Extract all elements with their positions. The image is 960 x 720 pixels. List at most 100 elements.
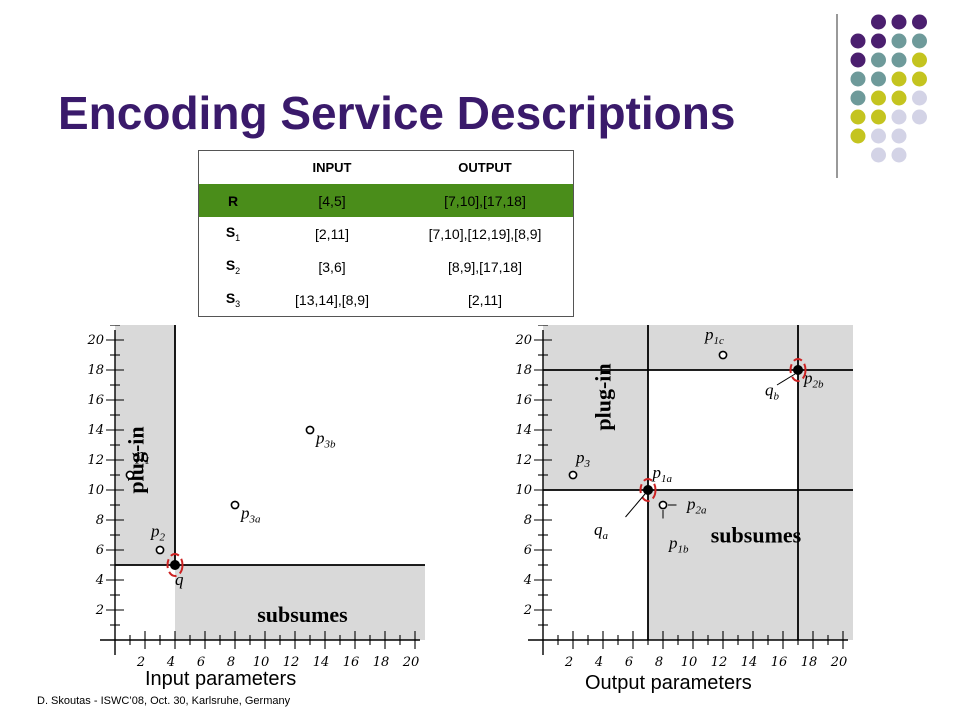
point-label: p1 — [135, 445, 150, 467]
highlight-circle — [789, 358, 807, 382]
point-label: p2a — [686, 495, 707, 517]
slide-footer: D. Skoutas - ISWC’08, Oct. 30, Karlsruhe… — [37, 695, 291, 707]
service-output-cell: [7,10],[17,18] — [397, 184, 574, 217]
point-label: p2 — [150, 522, 166, 544]
data-point — [718, 350, 728, 360]
point-label: p1a — [652, 463, 673, 485]
y-tick-label: 4 — [523, 573, 532, 588]
table-header-cell: OUTPUT — [458, 160, 512, 175]
decorative-dot — [850, 109, 866, 125]
decorative-dot — [912, 90, 927, 106]
highlight-circle — [639, 478, 657, 502]
table-row: S3[13,14],[8,9][2,11] — [199, 283, 574, 317]
table-header-cell: INPUT — [312, 160, 352, 175]
x-tick-label: 14 — [741, 655, 758, 670]
x-tick-label: 10 — [681, 655, 698, 670]
x-tick-label: 20 — [830, 655, 848, 670]
query-point — [170, 560, 180, 570]
service-name: S — [225, 257, 236, 274]
decorative-dot — [850, 52, 866, 68]
y-tick-label: 12 — [515, 453, 532, 468]
subsumes-region — [175, 565, 425, 640]
x-tick-label: 16 — [771, 655, 788, 670]
x-tick-label: 18 — [801, 655, 818, 670]
plug-in-region — [115, 325, 175, 565]
point-label: p2b — [803, 369, 824, 391]
output-parameters-plot: 22446688101012121414161618182020plug-ins… — [514, 325, 853, 670]
table-row: R[4,5][7,10],[17,18] — [198, 184, 574, 217]
decorative-dot — [871, 52, 886, 68]
y-tick-label: 6 — [96, 543, 104, 558]
x-tick-label: 8 — [655, 655, 663, 670]
caption-output-parameters: Output parameters — [585, 672, 752, 694]
y-tick-label: 18 — [87, 363, 104, 378]
service-input-cell: [4,5] — [267, 184, 397, 217]
subsumes-label: subsumes — [711, 523, 802, 548]
service-name-cell: S1 — [199, 217, 268, 250]
data-point — [658, 500, 668, 510]
x-tick-label: 10 — [253, 655, 270, 670]
table-row: S1 [2,11] [7,10],[12,19],[8,9] — [199, 217, 574, 250]
table-header-row: INPUT OUTPUT — [199, 151, 574, 185]
service-name-cell: S2 — [199, 250, 268, 283]
service-output-cell: [8,9],[17,18] — [448, 258, 522, 275]
point-label: p3 — [575, 448, 591, 470]
query-point-a — [643, 485, 653, 495]
decorative-dot — [891, 14, 907, 30]
subsumes-region — [798, 370, 853, 490]
service-subscript: 1 — [235, 232, 241, 243]
data-point — [568, 470, 578, 480]
y-tick-label: 2 — [95, 603, 104, 618]
decorative-dot — [891, 71, 907, 87]
decorative-dot — [871, 33, 886, 49]
leader-line — [776, 373, 796, 386]
point-label: p1c — [704, 325, 724, 347]
decorative-dot — [891, 128, 907, 144]
subsumes-region — [648, 490, 853, 640]
y-tick-label: 14 — [87, 423, 104, 438]
point-label: p3a — [240, 504, 261, 526]
service-output-cell: [7,10],[12,19],[8,9] — [428, 225, 542, 242]
decorative-dot — [891, 90, 907, 106]
query-point-b — [793, 365, 803, 375]
x-tick-label: 2 — [564, 655, 573, 670]
decorative-dot — [912, 14, 927, 30]
y-tick-label: 4 — [95, 573, 104, 588]
y-tick-label: 10 — [87, 483, 104, 498]
point-label: p1b — [668, 534, 689, 556]
service-input-cell: [2,11] — [315, 225, 349, 242]
decorative-dot — [891, 109, 907, 125]
plug-in-region — [543, 325, 648, 490]
decorative-dot — [912, 71, 927, 87]
data-point — [230, 500, 240, 510]
x-tick-label: 14 — [313, 655, 330, 670]
plug-in-region — [648, 325, 853, 370]
x-tick-label: 4 — [594, 655, 603, 670]
query-label: q — [175, 570, 184, 589]
service-name-cell: S3 — [199, 283, 268, 317]
decorative-dot — [891, 52, 907, 68]
decorative-dot — [871, 128, 886, 144]
subsumes-label: subsumes — [257, 602, 348, 627]
plug-in-label: plug-in — [124, 426, 149, 493]
x-tick-label: 8 — [227, 655, 235, 670]
point-label: p3b — [315, 429, 336, 451]
service-name: S — [225, 224, 236, 241]
query-label-a: qa — [594, 520, 609, 542]
x-tick-label: 20 — [402, 655, 420, 670]
boundary-lines — [174, 325, 425, 566]
service-output-cell: [2,11] — [468, 291, 502, 308]
x-tick-label: 16 — [343, 655, 360, 670]
x-tick-label: 18 — [373, 655, 390, 670]
decorative-dot — [871, 109, 886, 125]
caption-input-parameters: Input parameters — [145, 668, 297, 690]
decorative-dot — [871, 71, 886, 87]
service-subscript: 3 — [235, 298, 241, 309]
y-tick-label: 8 — [524, 513, 532, 528]
highlight-circle — [166, 553, 184, 577]
y-tick-label: 12 — [87, 453, 104, 468]
y-tick-label: 2 — [523, 603, 532, 618]
table-row: S2[3,6][8,9],[17,18] — [199, 250, 574, 283]
y-tick-label: 16 — [87, 393, 104, 408]
